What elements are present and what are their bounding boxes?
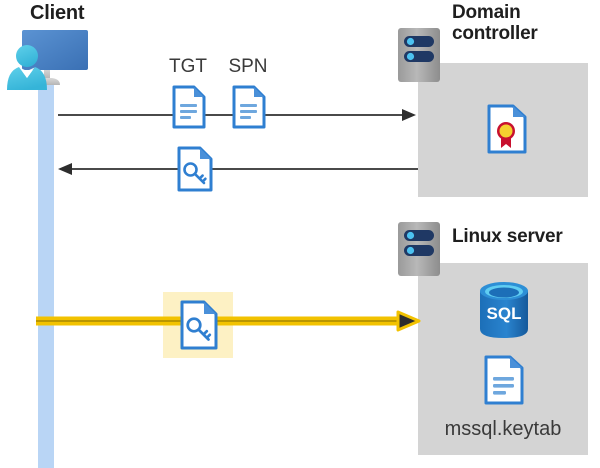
client-lifeline — [38, 82, 54, 468]
certificate-document-icon — [487, 104, 527, 154]
client-person-icon — [2, 44, 52, 90]
linux-server-server-icon — [398, 222, 440, 276]
message-ticket-presented-arrow — [36, 310, 421, 332]
domain-controller-title-line1: Domain — [452, 2, 521, 23]
domain-controller-server-icon — [398, 28, 440, 82]
sql-database-label: SQL — [487, 304, 522, 323]
presented-ticket-key-document-icon — [180, 300, 218, 350]
message-ticket-response-arrow — [56, 162, 418, 176]
ticket-key-document-icon — [177, 146, 213, 192]
domain-controller-title: Domain controller — [452, 2, 592, 45]
message-tgt-spn-arrow — [58, 108, 418, 122]
client-title: Client — [30, 2, 85, 24]
tgt-label: TGT — [169, 56, 207, 77]
linux-server-title: Linux server — [452, 226, 563, 247]
tgt-document-icon — [172, 85, 206, 129]
keytab-document-icon — [484, 355, 524, 405]
spn-label: SPN — [228, 56, 268, 77]
keytab-file-label: mssql.keytab — [444, 418, 562, 440]
domain-controller-title-line2: controller — [452, 23, 538, 45]
sql-database-icon: SQL — [478, 281, 530, 339]
spn-document-icon — [232, 85, 266, 129]
